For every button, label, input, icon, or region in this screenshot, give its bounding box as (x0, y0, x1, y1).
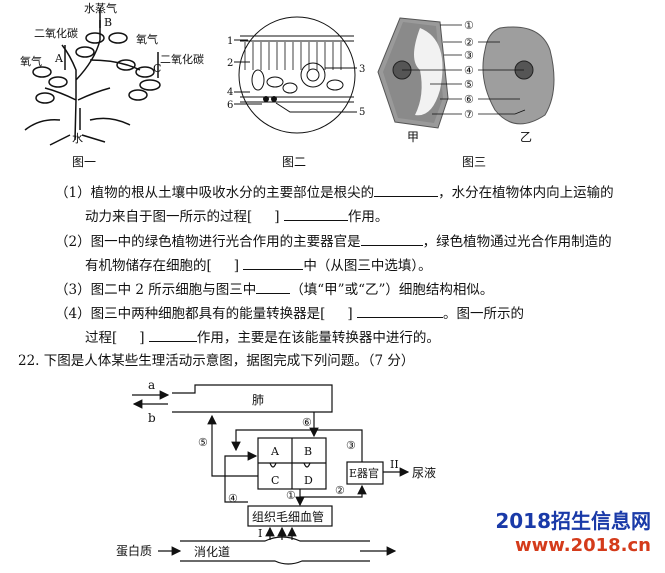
top-figures: 水蒸气 B 二氧化碳 氧气 A 氧气 C 二氧化碳 水 图一 1 2 3 4 5… (20, 1, 555, 169)
process-c-label: C (153, 62, 161, 75)
roman-i-label: I (258, 527, 262, 540)
q2-text-e: 中（从图三中选填）。 (303, 258, 432, 274)
q1-text-b: ，水分在植物体内向上运输的 (438, 185, 614, 201)
question-4-line-1: （4）图三中两种细胞都具有的能量转换器是[] 。图一所示的 (55, 303, 524, 323)
plant-figure (24, 8, 161, 146)
leaf-label-1: 1 (227, 36, 233, 47)
cell-label-6: ⑥ (464, 93, 474, 106)
q3-text-b: （填“甲”或“乙”）细胞结构相似。 (290, 282, 494, 298)
fig3-caption: 图三 (462, 155, 486, 169)
leaf-section-figure (234, 16, 357, 134)
fig1-caption: 图一 (72, 155, 96, 169)
cell-yi-label: 乙 (520, 130, 532, 144)
capillary-box (247, 505, 333, 527)
roman-ii-label: II (390, 458, 399, 471)
cell-label-3: ③ (464, 49, 474, 62)
digestive-label: 消化道 (194, 545, 230, 559)
process-b-label: B (104, 16, 112, 29)
co2-right-label: 二氧化碳 (160, 52, 204, 66)
chamber-c: C (271, 474, 279, 487)
cell-label-1: ① (464, 19, 474, 32)
q2-text-b: ，绿色植物通过光合作用制造的 (422, 234, 612, 250)
question-1-line-2: 动力来自于图一所示的过程[] 作用。 (85, 206, 388, 226)
cell-label-5: ⑤ (464, 78, 474, 91)
path-3: ③ (346, 439, 356, 452)
co2-left-label: 二氧化碳 (34, 26, 78, 40)
fig2-caption: 图二 (282, 155, 306, 169)
urine-label: 尿液 (412, 465, 436, 480)
path-2: ② (335, 484, 345, 497)
q4-bracket-close-1: ] (347, 306, 353, 322)
lung-label: 肺 (252, 393, 264, 407)
leaf-label-5: 5 (359, 107, 365, 118)
o2-right-label: 氧气 (136, 32, 158, 46)
leaf-label-2: 2 (227, 58, 233, 69)
q4-text-f: 作用，主要是在该能量转换器中进行的。 (196, 330, 440, 346)
organ-e-box (346, 461, 384, 485)
q4-text-d: 过程[ (85, 330, 118, 346)
q1-number: （1） (55, 185, 91, 201)
label-b: b (148, 411, 156, 425)
question-2-line-2: 有机物储存在细胞的[] 中（从图三中选填）。 (85, 255, 432, 275)
q2-text: 图一中的绿色植物进行光合作用的主要器官是 (90, 234, 361, 250)
digestive-tract-bottom (180, 560, 370, 565)
protein-label: 蛋白质 (116, 543, 152, 558)
path-5: ⑤ (198, 436, 208, 449)
process-a-label: A (54, 52, 64, 65)
watermark-url: www.2018.cn (515, 535, 651, 556)
q4-bracket-close-2: ] (139, 330, 145, 346)
plant-cell-jia (377, 17, 449, 129)
path-4: ④ (228, 492, 238, 505)
watermark-title: 2018招生信息网 (495, 509, 651, 533)
q1-text-e: 作用。 (347, 209, 389, 225)
q3-blank[interactable] (256, 279, 291, 294)
cell-label-7: ⑦ (464, 108, 474, 121)
q1-text-c: 动力来自于图一所示的过程[ (85, 209, 253, 225)
leaf-label-3: 3 (359, 64, 365, 75)
path-1: ① (286, 489, 296, 502)
q4-text: 图三中两种细胞都具有的能量转换器是[ (90, 306, 326, 322)
capillary-label: 组织毛细血管 (252, 509, 324, 524)
circulation-diagram: a b 肺 ⑥ ⑤ ③ ④ ① ② A B C D E器官 II 尿液 组织毛细… (116, 378, 436, 565)
animal-cell-yi (482, 26, 555, 125)
q1-blank-1[interactable] (374, 182, 439, 197)
water-label: 水 (72, 132, 83, 145)
chamber-d: D (304, 474, 313, 487)
q2-blank-1[interactable] (360, 231, 423, 246)
q4-text-c: 。图一所示的 (442, 306, 524, 322)
cell-jia-label: 甲 (407, 130, 419, 144)
organ-e-label: E器官 (349, 466, 379, 480)
q1-text: 植物的根从土壤中吸收水分的主要部位是根尖的 (90, 185, 375, 201)
leaf-label-6: 6 (227, 100, 233, 111)
label-a: a (148, 378, 155, 392)
path-6: ⑥ (302, 416, 312, 429)
q4-blank-1[interactable] (356, 303, 443, 318)
question-1-line-1: （1）植物的根从土壤中吸收水分的主要部位是根尖的 ，水分在植物体内向上运输的 (55, 182, 614, 202)
q4-number: （4） (55, 306, 91, 322)
q3-text: 图二中 2 所示细胞与图三中 (90, 282, 257, 298)
digestive-tract-top (180, 536, 370, 542)
q3-number: （3） (55, 282, 91, 298)
cell-label-4: ④ (464, 64, 474, 77)
q4-blank-2[interactable] (148, 327, 197, 342)
question-2-line-1: （2）图一中的绿色植物进行光合作用的主要器官是 ，绿色植物通过光合作用制造的 (55, 231, 612, 251)
lung-box (172, 384, 333, 413)
question-4-line-2: 过程[] 作用，主要是在该能量转换器中进行的。 (85, 327, 440, 347)
q1-bracket-close: ] (274, 209, 280, 225)
leaf-label-4: 4 (227, 87, 233, 98)
water-vapor-label: 水蒸气 (84, 1, 117, 15)
q2-number: （2） (55, 234, 91, 250)
q2-blank-2[interactable] (243, 255, 304, 270)
q2-bracket-close: ] (233, 258, 240, 274)
q1-blank-2[interactable] (283, 206, 348, 221)
chamber-b: B (304, 445, 312, 458)
question-3-line: （3）图二中 2 所示细胞与图三中 （填“甲”或“乙”）细胞结构相似。 (55, 279, 493, 299)
cell-label-2: ② (464, 36, 474, 49)
o2-left-label: 氧气 (20, 54, 42, 68)
q2-text-c: 有机物储存在细胞的[ (85, 258, 212, 274)
chamber-a: A (270, 445, 280, 458)
question-22-title: 22. 下图是人体某些生理活动示意图，据图完成下列问题。（7 分） (18, 353, 415, 369)
